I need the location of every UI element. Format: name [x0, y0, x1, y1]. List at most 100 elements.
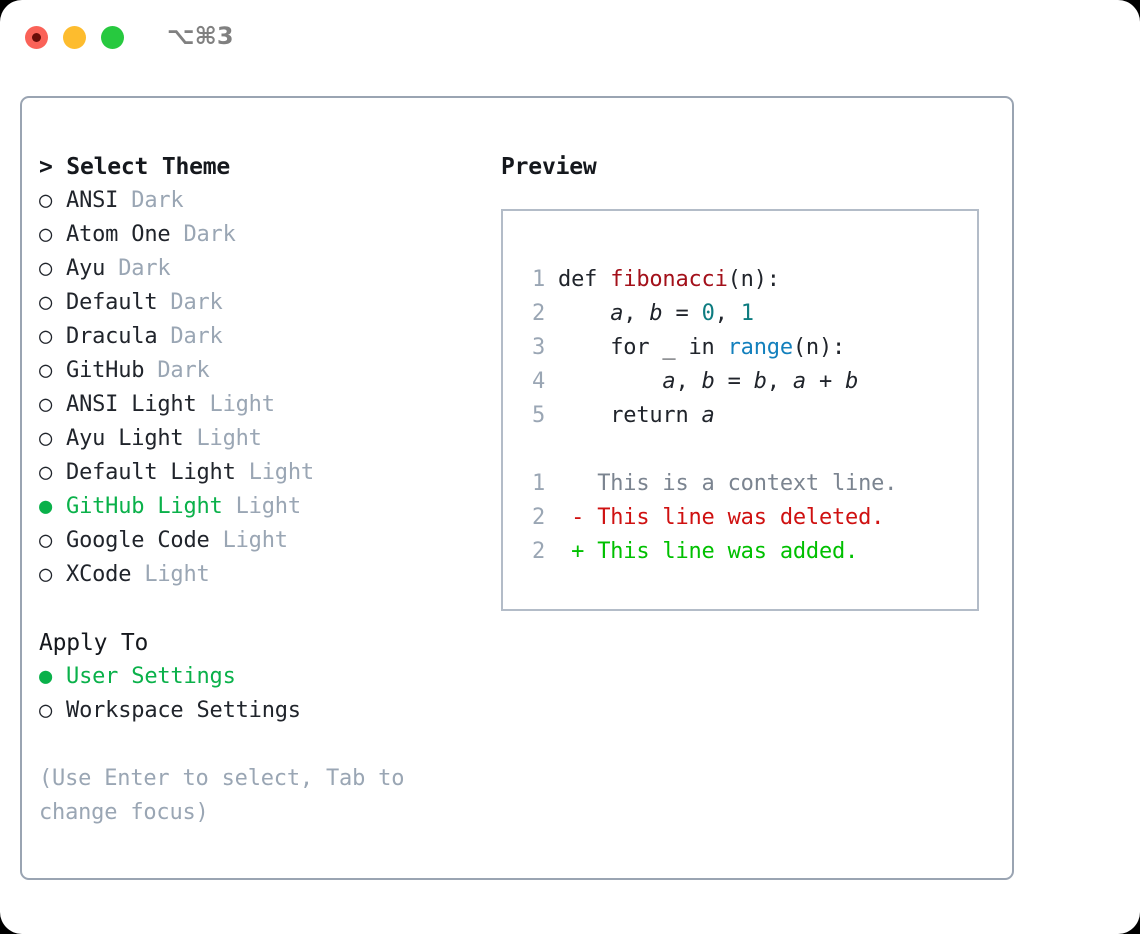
radio-unselected-icon: ○ [39, 358, 53, 383]
diff-line-text: This line was deleted. [597, 505, 885, 530]
theme-option-ayu[interactable]: ○ Ayu Dark [39, 252, 499, 286]
apply-to-option-user-settings[interactable]: ● User Settings [39, 660, 499, 694]
code-token-plain: for _ in [558, 335, 728, 360]
code-token-var: b [845, 369, 859, 394]
theme-picker-column: > Select Theme ○ ANSI Dark○ Atom One Dar… [39, 150, 499, 830]
apply-to-option-label: Workspace Settings [53, 698, 301, 723]
theme-option-variant: Light [235, 494, 301, 519]
diff-line-ctx: 1 This is a context line. [521, 467, 977, 501]
maximize-window-icon[interactable] [101, 26, 124, 49]
radio-unselected-icon: ○ [39, 392, 53, 417]
theme-option-variant: Light [144, 562, 210, 587]
apply-to-option-workspace-settings[interactable]: ○ Workspace Settings [39, 694, 499, 728]
theme-option-label: ANSI [53, 188, 132, 213]
code-token-plain: (n): [792, 335, 846, 360]
code-line: 3 for _ in range(n): [521, 331, 977, 365]
code-line: 5 return a [521, 399, 977, 433]
theme-option-label: ANSI Light [53, 392, 210, 417]
theme-option-ayu-light[interactable]: ○ Ayu Light Light [39, 422, 499, 456]
code-gutter-gap [545, 335, 558, 360]
code-line-number: 4 [531, 369, 545, 394]
preview-column: Preview 1 def fibonacci(n):2 a, b = 0, 1… [501, 150, 1001, 611]
radio-selected-icon: ● [39, 494, 53, 519]
code-token-var: a [610, 301, 624, 326]
diff-marker: - [545, 505, 598, 530]
theme-option-default-light[interactable]: ○ Default Light Light [39, 456, 499, 490]
theme-option-github[interactable]: ○ GitHub Dark [39, 354, 499, 388]
code-gutter-gap [545, 369, 558, 394]
diff-line-number: 2 [531, 505, 545, 530]
code-gutter-gap [545, 267, 558, 292]
diff-line-number: 1 [531, 471, 545, 496]
theme-option-default[interactable]: ○ Default Dark [39, 286, 499, 320]
code-token-plain: , [675, 369, 702, 394]
code-token-plain: = [662, 301, 702, 326]
traffic-light-group [25, 26, 124, 49]
theme-option-label: Ayu Light [53, 426, 197, 451]
theme-option-variant: Light [222, 528, 288, 553]
code-token-builtin: range [727, 335, 793, 360]
theme-option-google-code[interactable]: ○ Google Code Light [39, 524, 499, 558]
code-token-plain [558, 301, 610, 326]
radio-selected-icon: ● [39, 664, 53, 689]
radio-unselected-icon: ○ [39, 324, 53, 349]
theme-option-label: GitHub Light [53, 494, 236, 519]
minimize-window-icon[interactable] [63, 26, 86, 49]
radio-unselected-icon: ○ [39, 222, 53, 247]
code-token-var: b [701, 369, 715, 394]
theme-option-variant: Dark [118, 256, 171, 281]
diff-line-number: 2 [531, 539, 545, 564]
theme-option-label: Google Code [53, 528, 223, 553]
code-line-number: 3 [531, 335, 545, 360]
code-gutter-gap [545, 403, 558, 428]
radio-unselected-icon: ○ [39, 460, 53, 485]
theme-option-label: Default [53, 290, 171, 315]
code-token-var: b [649, 301, 663, 326]
code-token-plain: (n): [727, 267, 780, 292]
theme-option-dracula[interactable]: ○ Dracula Dark [39, 320, 499, 354]
diff-marker [545, 471, 597, 496]
radio-unselected-icon: ○ [39, 562, 53, 587]
code-token-num: 0 [701, 301, 715, 326]
title-bar: ⌥⌘3 [0, 0, 1140, 78]
radio-unselected-icon: ○ [39, 188, 53, 213]
code-token-num: 1 [740, 301, 754, 326]
code-line-number: 5 [531, 403, 545, 428]
theme-option-variant: Dark [183, 222, 236, 247]
preview-heading: Preview [501, 154, 597, 180]
diff-line-add: 2 + This line was added. [521, 535, 977, 569]
theme-option-variant: Dark [131, 188, 184, 213]
theme-option-label: Atom One [53, 222, 184, 247]
code-diff-separator [521, 433, 977, 467]
theme-option-github-light[interactable]: ● GitHub Light Light [39, 490, 499, 524]
theme-option-atom-one[interactable]: ○ Atom One Dark [39, 218, 499, 252]
code-token-plain: + [805, 369, 846, 394]
theme-option-label: GitHub [53, 358, 158, 383]
theme-option-variant: Light [248, 460, 314, 485]
diff-line-text: This is a context line. [597, 471, 898, 496]
code-token-plain: return [558, 403, 702, 428]
theme-option-label: Default Light [53, 460, 249, 485]
radio-unselected-icon: ○ [39, 256, 53, 281]
theme-option-variant: Dark [157, 358, 210, 383]
apply-to-list: ● User Settings○ Workspace Settings [39, 660, 499, 728]
theme-list: ○ ANSI Dark○ Atom One Dark○ Ayu Dark○ De… [39, 184, 499, 592]
theme-option-ansi-light[interactable]: ○ ANSI Light Light [39, 388, 499, 422]
code-token-plain: , [714, 301, 741, 326]
theme-option-xcode[interactable]: ○ XCode Light [39, 558, 499, 592]
code-token-func: fibonacci [610, 267, 728, 292]
code-line: 2 a, b = 0, 1 [521, 297, 977, 331]
keyboard-hint-text: (Use Enter to select, Tab to change focu… [39, 766, 418, 825]
close-window-icon[interactable] [25, 26, 48, 49]
theme-option-variant: Dark [170, 324, 223, 349]
code-line-number: 1 [531, 267, 545, 292]
code-token-plain: = [714, 369, 754, 394]
main-panel: > Select Theme ○ ANSI Dark○ Atom One Dar… [20, 96, 1014, 880]
radio-unselected-icon: ○ [39, 426, 53, 451]
code-line: 4 a, b = b, a + b [521, 365, 977, 399]
theme-option-ansi[interactable]: ○ ANSI Dark [39, 184, 499, 218]
radio-unselected-icon: ○ [39, 290, 53, 315]
